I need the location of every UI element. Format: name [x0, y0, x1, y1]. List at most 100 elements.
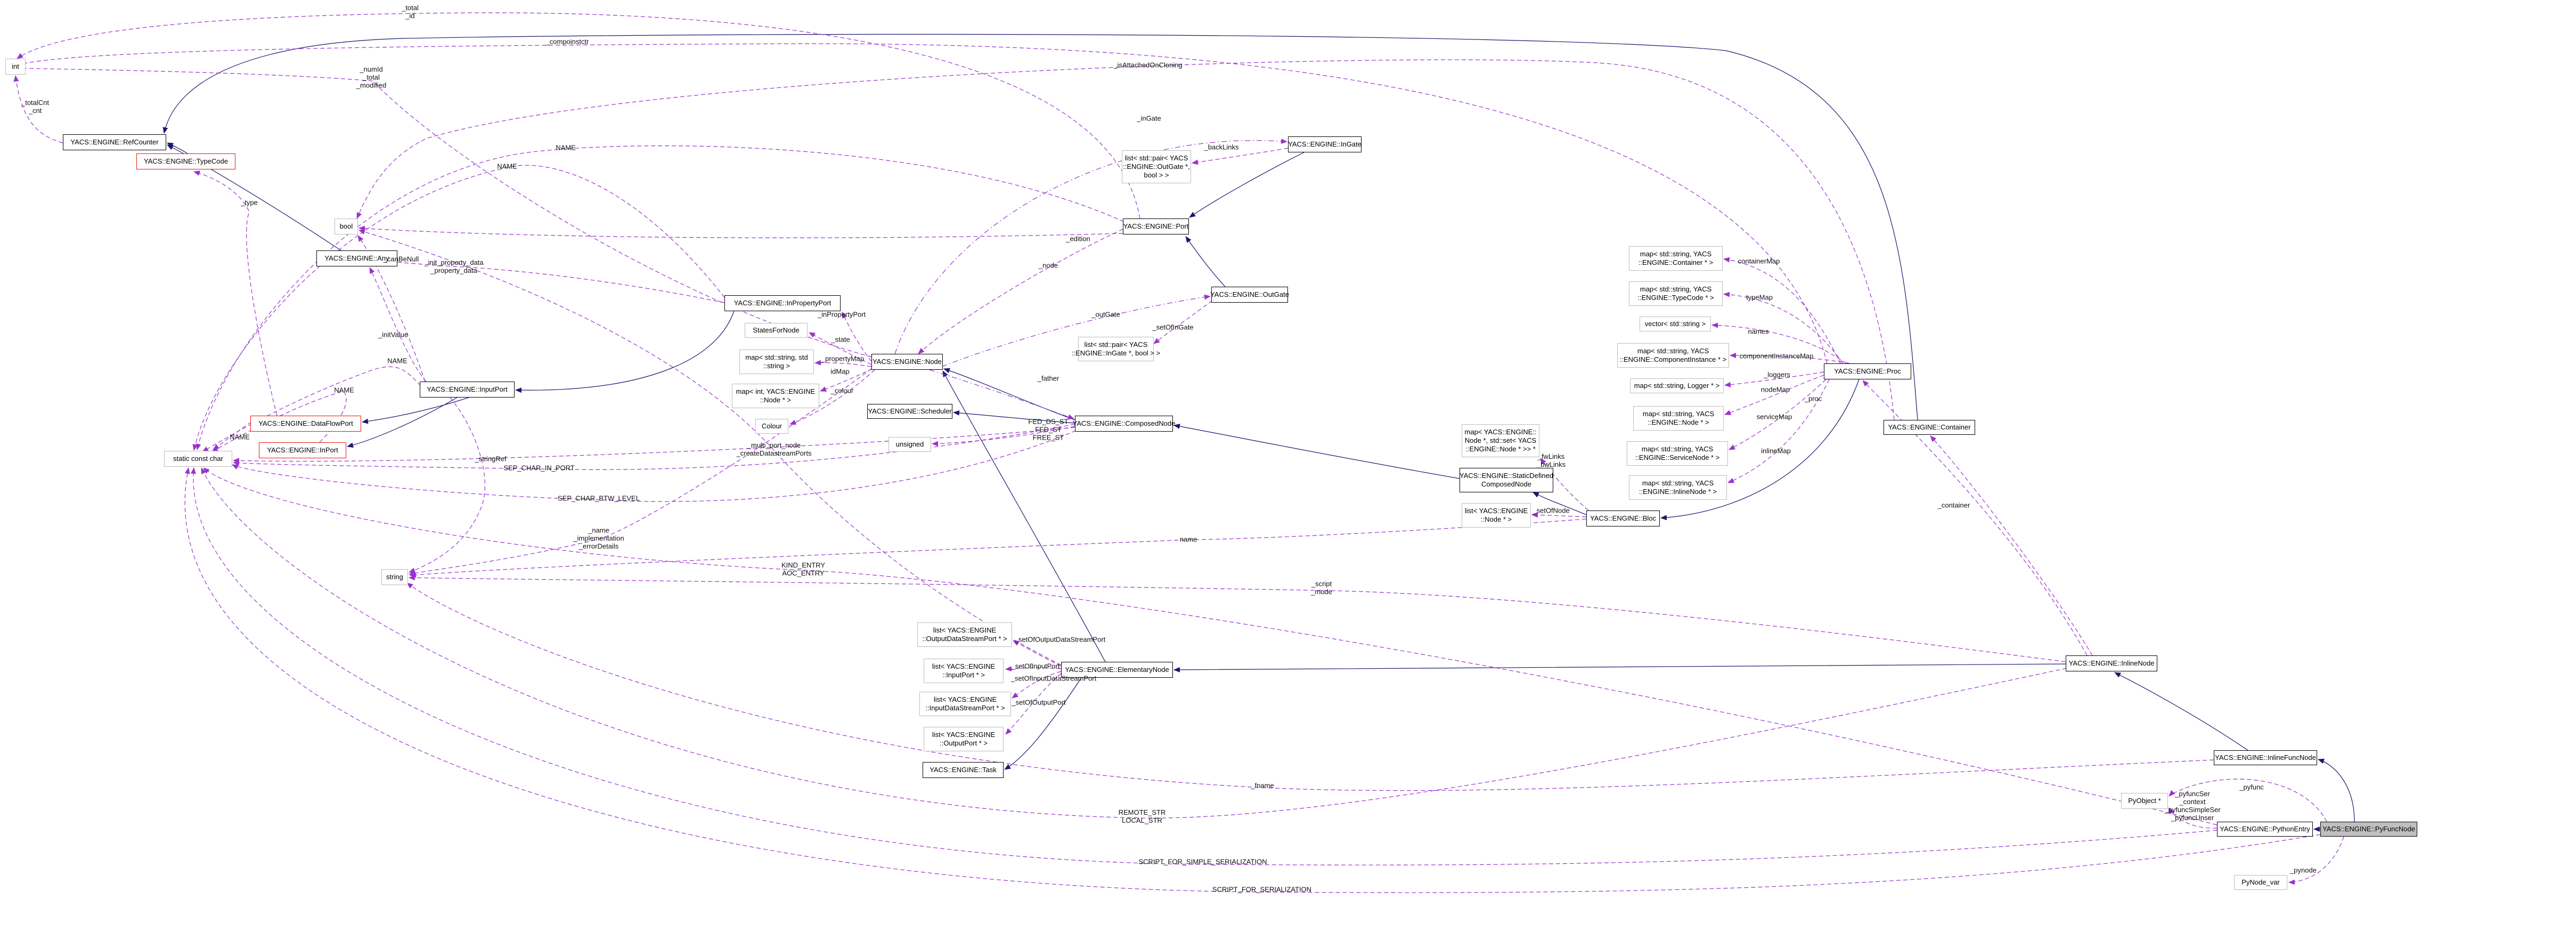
class-box-label: bool	[339, 222, 353, 230]
class-box-mapcomponentinstance: map< std::string, YACS::ENGINE::Componen…	[1617, 343, 1729, 368]
edge-label-35: FED_DS_ST FED_ST FREE_ST	[1028, 417, 1069, 442]
inheritance-edge-11	[1660, 379, 1860, 521]
class-box-label: list< YACS::ENGINE::OutputDataStreamPort…	[922, 626, 1007, 643]
usage-edge-25	[1192, 148, 1289, 165]
class-box-listnode: list< YACS::ENGINE::Node * >	[1462, 503, 1531, 528]
edge-label-6: NAME	[556, 143, 576, 152]
usage-edge-57	[406, 582, 2214, 791]
edge-label-22: NAME	[387, 356, 407, 365]
inheritance-edge-17	[2318, 758, 2355, 822]
class-box-inport[interactable]: YACS::ENGINE::InPort	[259, 442, 346, 458]
class-box-label: YACS::ENGINE::ComposedNode	[1072, 419, 1176, 427]
class-box-string: string	[381, 569, 408, 585]
usage-edge-49	[1724, 375, 1824, 415]
usage-edge-62	[2169, 779, 2327, 822]
usage-edge-61	[184, 467, 2321, 893]
class-box-label: YACS::ENGINE::TypeCode	[144, 157, 228, 165]
class-box-label: YACS::ENGINE::InlineNode	[2068, 659, 2155, 667]
class-box-typecode[interactable]: YACS::ENGINE::TypeCode	[136, 153, 235, 169]
usage-edge-43	[1531, 512, 1587, 518]
edge-label-53: SCRIPT_FOR_SIMPLE_SERIALIZATION	[1138, 857, 1267, 866]
usage-edge-55	[409, 397, 485, 573]
edge-label-24: _father	[1037, 374, 1059, 383]
class-box-container[interactable]: YACS::ENGINE::Container	[1884, 420, 1975, 435]
class-box-label: YACS::ENGINE::Container	[1888, 423, 1971, 431]
class-box-ingate[interactable]: YACS::ENGINE::InGate	[1288, 136, 1362, 152]
class-box-label: YACS::ENGINE::Node	[873, 358, 942, 366]
class-box-elementarynode[interactable]: YACS::ENGINE::ElementaryNode	[1061, 662, 1173, 678]
class-box-inputport[interactable]: YACS::ENGINE::InputPort	[420, 382, 515, 398]
class-box-mapcontainer: map< std::string, YACS::ENGINE::Containe…	[1629, 246, 1723, 271]
class-box-label: YACS::ENGINE::InPropertyPort	[733, 299, 832, 307]
class-box-label: list< std::pair< YACS::ENGINE::InGate *,…	[1071, 341, 1161, 357]
class-box-mapstringstring: map< std::string, std::string >	[739, 350, 814, 374]
edge-label-4: _isAttachedOnCloning	[1113, 61, 1183, 69]
class-box-inlinefuncnode[interactable]: YACS::ENGINE::InlineFuncNode	[2214, 750, 2317, 765]
usage-edge-20	[17, 12, 1140, 219]
usage-edge-31	[809, 332, 872, 365]
class-box-label: vector< std::string >	[1644, 320, 1706, 328]
class-box-proc[interactable]: YACS::ENGINE::Proc	[1824, 363, 1911, 379]
usage-edge-45	[1723, 291, 1844, 364]
class-box-refcounter[interactable]: YACS::ENGINE::RefCounter	[63, 134, 166, 150]
edge-label-25: containerMap	[1738, 257, 1780, 265]
class-box-pythonentry[interactable]: YACS::ENGINE::PythonEntry	[2217, 822, 2313, 837]
usage-edge-32	[814, 360, 872, 367]
class-box-maptypecode: map< std::string, YACS::ENGINE::TypeCode…	[1629, 281, 1723, 306]
edge-label-9: _type	[241, 198, 258, 207]
class-box-scheduler[interactable]: YACS::ENGINE::Scheduler	[867, 404, 952, 419]
class-box-port[interactable]: YACS::ENGINE::Port	[1123, 218, 1189, 234]
usage-edge-27	[358, 225, 1123, 238]
usage-edge-51	[1727, 379, 1830, 483]
class-box-label: YACS::ENGINE::PyFuncNode	[2322, 825, 2415, 833]
class-box-any[interactable]: YACS::ENGINE::Any	[316, 250, 397, 266]
edge-label-47: _setOfOutputDataStreamPort	[1014, 635, 1106, 644]
class-box-composednode[interactable]: YACS::ENGINE::ComposedNode	[1072, 416, 1176, 432]
usage-edge-26	[918, 229, 1123, 354]
inheritance-edge-16	[2114, 672, 2248, 751]
class-box-label: YACS::ENGINE::InGate	[1288, 140, 1362, 148]
edge-label-11: _node	[1038, 261, 1058, 270]
class-box-inpropertyport[interactable]: YACS::ENGINE::InPropertyPort	[724, 295, 841, 311]
class-box-pynodevar: PyNode_var	[2234, 875, 2287, 890]
class-box-listpairoutgate: list< std::pair< YACS::ENGINE::OutGate *…	[1122, 150, 1191, 183]
usage-edge-73	[1013, 640, 1062, 667]
usage-edge-58	[201, 467, 2067, 818]
inheritance-edge-8	[1004, 677, 1082, 770]
class-box-label: static const char	[173, 455, 223, 463]
edge-label-36: _multi_port_node _createDatastreamPorts	[736, 441, 812, 457]
edge-label-49: _setOfInputDataStreamPort	[1010, 674, 1097, 683]
usage-edge-69	[193, 171, 278, 416]
class-box-listinputport: list< YACS::ENGINE::InputPort * >	[924, 659, 1004, 683]
class-box-label: YACS::ENGINE::Scheduler	[868, 407, 952, 415]
class-box-label: YACS::ENGINE::Port	[1123, 222, 1189, 230]
edge-label-16: _inPropertyPort	[817, 310, 866, 319]
class-box-pyfuncnode[interactable]: YACS::ENGINE::PyFuncNode	[2320, 822, 2417, 837]
class-box-inlinenode[interactable]: YACS::ENGINE::InlineNode	[2066, 655, 2157, 671]
edge-label-55: _pyfunc	[2239, 783, 2264, 791]
class-box-task[interactable]: YACS::ENGINE::Task	[923, 762, 1004, 778]
inheritance-edge-13	[362, 397, 469, 424]
usage-edge-21	[17, 43, 1828, 364]
class-box-label: string	[386, 573, 403, 581]
usage-edge-74	[1005, 666, 1062, 672]
class-box-label: YACS::ENGINE::Any	[324, 254, 389, 262]
class-box-outgate[interactable]: YACS::ENGINE::OutGate	[1210, 287, 1289, 303]
class-box-node[interactable]: YACS::ENGINE::Node	[871, 354, 943, 370]
edge-label-46: _script _mode	[1311, 580, 1332, 596]
inheritance-edge-12	[515, 311, 735, 393]
class-box-label: StatesForNode	[753, 326, 800, 334]
inheritance-edge-10	[1532, 492, 1587, 515]
edge-label-27: names	[1748, 327, 1769, 336]
edge-label-18: _propertyMap	[821, 354, 865, 363]
class-box-label: YACS::ENGINE::InPort	[267, 446, 338, 454]
class-box-label: YACS::ENGINE::Proc	[1834, 367, 1901, 375]
usage-edge-33	[820, 368, 873, 392]
class-box-dataflowport[interactable]: YACS::ENGINE::DataFlowPort	[250, 416, 361, 432]
edge-label-13: _init_property_data _property_data	[424, 258, 484, 274]
class-box-bloc[interactable]: YACS::ENGINE::Bloc	[1586, 510, 1660, 526]
class-box-label: unsigned	[895, 440, 924, 448]
usage-edge-76	[1005, 673, 1062, 735]
